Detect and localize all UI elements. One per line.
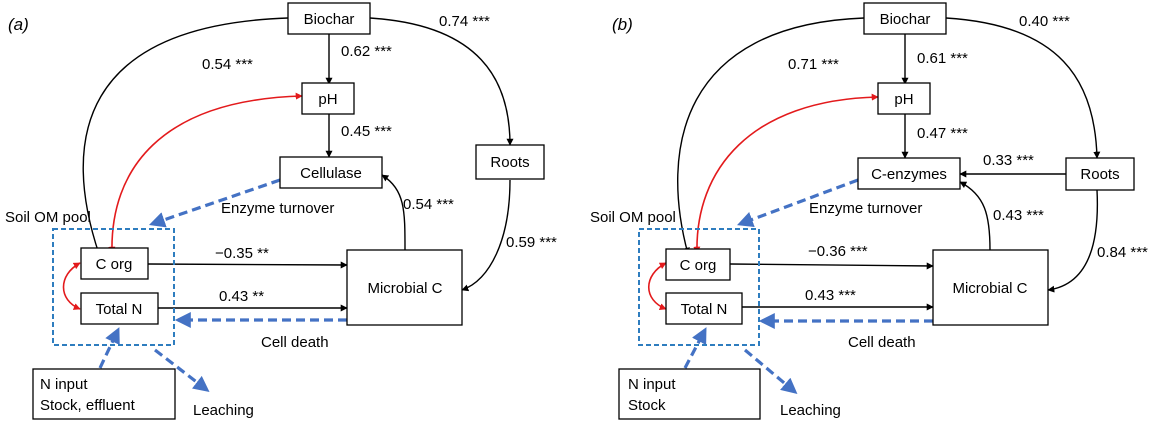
- node-ph: pH: [894, 91, 913, 108]
- node-ninput-line2: Stock, effluent: [40, 397, 136, 414]
- coef-corg-microbial: −0.35 **: [215, 245, 269, 262]
- coef-microbial-cenzymes: 0.43 ***: [993, 207, 1044, 224]
- node-biochar: Biochar: [304, 11, 355, 28]
- arrow-n-input: [683, 327, 707, 369]
- node-roots: Roots: [490, 154, 529, 171]
- label-leaching: Leaching: [193, 402, 254, 419]
- node-roots: Roots: [1080, 166, 1119, 183]
- coef-roots-cenzymes: 0.33 ***: [983, 152, 1034, 169]
- label-leaching: Leaching: [780, 402, 841, 419]
- node-cenzymes: C-enzymes: [871, 166, 947, 183]
- label-cell-death: Cell death: [261, 334, 329, 351]
- node-ninput-box: [32, 368, 176, 420]
- panel-a-label: (a): [8, 15, 29, 34]
- arrow-corg-totaln: [648, 262, 667, 310]
- node-totaln-box: [665, 292, 743, 325]
- node-totaln: Total N: [96, 301, 143, 318]
- arrow-biochar-roots: [369, 17, 514, 146]
- coef-biochar-corg: 0.54 ***: [202, 56, 253, 73]
- node-microbial-box: [932, 249, 1049, 326]
- arrow-roots-microbial: [461, 179, 511, 292]
- panel-a: (a) Biochar pH Cellulase Roots C org: [5, 2, 557, 420]
- panel-b-label: (b): [612, 15, 633, 34]
- arrow-biochar-corg: [82, 17, 289, 258]
- coef-biochar-ph: 0.61 ***: [917, 50, 968, 67]
- arrow-corg-microbial: [147, 261, 348, 269]
- arrow-microbial-cenzymes: [959, 181, 991, 251]
- arrow-leaching: [154, 348, 210, 392]
- arrow-corg-microbial: [729, 262, 934, 270]
- label-enzyme-turnover: Enzyme turnover: [809, 200, 922, 217]
- coef-biochar-ph: 0.62 ***: [341, 43, 392, 60]
- coef-microbial-cellulase: 0.54 ***: [403, 196, 454, 213]
- arrow-enzyme-turnover: [737, 178, 859, 228]
- coef-corg-microbial: −0.36 ***: [808, 243, 868, 260]
- soil-om-pool-box: [52, 228, 175, 346]
- node-biochar: Biochar: [880, 11, 931, 28]
- node-microbial-box: [346, 249, 463, 326]
- label-soil-om-pool: Soil OM pool: [5, 209, 91, 226]
- node-cellulase-box: [279, 156, 383, 189]
- arrow-ph-corg: [693, 93, 879, 254]
- coef-roots-microbial: 0.59 ***: [506, 234, 557, 251]
- node-corg-box: [665, 248, 731, 281]
- arrow-roots-microbial: [1047, 189, 1099, 293]
- coef-ph-cellulase: 0.45 ***: [341, 123, 392, 140]
- node-biochar-box: [863, 2, 947, 35]
- node-ninput-line1: N input: [628, 376, 676, 393]
- coef-biochar-roots: 0.40 ***: [1019, 13, 1070, 30]
- node-ph: pH: [318, 91, 337, 108]
- node-roots-box: [475, 144, 545, 180]
- arrow-microbial-cellulase: [381, 174, 406, 251]
- node-corg: C org: [96, 256, 133, 273]
- node-cellulase: Cellulase: [300, 165, 362, 182]
- label-cell-death: Cell death: [848, 334, 916, 351]
- node-ph-box: [301, 82, 355, 115]
- node-biochar-box: [287, 2, 371, 35]
- coef-totaln-microbial: 0.43 ***: [805, 287, 856, 304]
- coef-roots-microbial: 0.84 ***: [1097, 244, 1148, 261]
- arrow-n-input: [98, 327, 120, 369]
- label-soil-om-pool: Soil OM pool: [590, 209, 676, 226]
- coef-biochar-roots: 0.74 ***: [439, 13, 490, 30]
- label-enzyme-turnover: Enzyme turnover: [221, 200, 334, 217]
- node-ph-box: [877, 82, 931, 115]
- arrow-biochar-roots: [945, 17, 1101, 159]
- arrow-enzyme-turnover: [148, 178, 281, 228]
- arrow-corg-totaln: [62, 262, 81, 310]
- node-totaln-box: [80, 292, 159, 325]
- node-roots-box: [1065, 157, 1135, 191]
- soil-om-pool-box: [638, 228, 760, 346]
- node-ninput-box: [618, 368, 761, 420]
- node-corg: C org: [680, 257, 717, 274]
- coef-biochar-corg: 0.71 ***: [788, 56, 839, 73]
- coef-ph-cenzymes: 0.47 ***: [917, 125, 968, 142]
- node-microbial: Microbial C: [952, 280, 1027, 297]
- arrow-leaching: [743, 348, 798, 395]
- node-cenzymes-box: [857, 157, 961, 190]
- node-ninput-line1: N input: [40, 376, 88, 393]
- node-ninput-line2: Stock: [628, 397, 666, 414]
- arrow-biochar-corg: [677, 17, 865, 255]
- node-corg-box: [80, 247, 149, 280]
- node-totaln: Total N: [681, 301, 728, 318]
- coef-totaln-microbial: 0.43 **: [219, 288, 264, 305]
- node-microbial: Microbial C: [367, 280, 442, 297]
- arrow-ph-corg: [108, 92, 303, 254]
- panel-b: (b) Biochar pH C-enzymes Roots C org: [590, 2, 1148, 420]
